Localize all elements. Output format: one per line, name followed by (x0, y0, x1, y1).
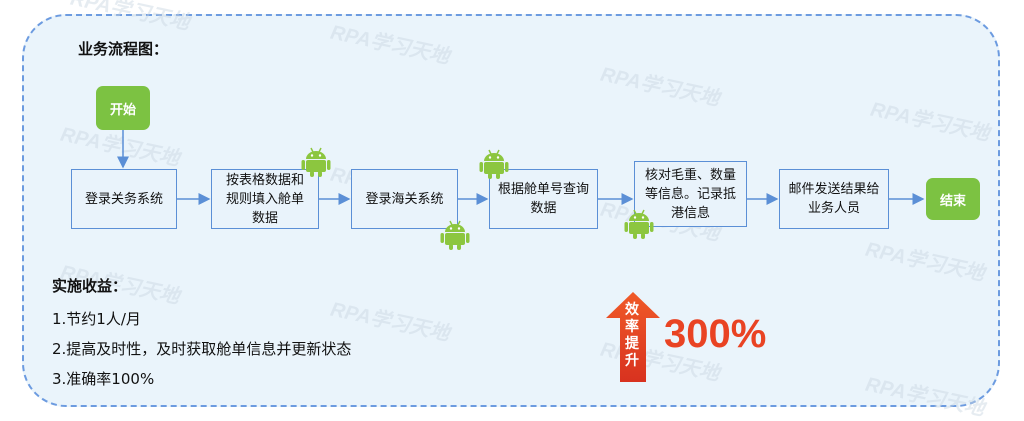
efficiency-label: 效率提升 (625, 302, 639, 369)
efficiency-up-arrow-icon (606, 292, 660, 382)
benefits-title: 实施收益： (52, 277, 128, 295)
step-2-box: 按表格数据和规则填入舱单数据 (211, 169, 319, 229)
android-robot-icon (301, 147, 331, 177)
step-3-box: 登录海关系统 (351, 169, 458, 229)
benefit-item-3: 3.准确率100% (52, 370, 155, 388)
android-robot-icon (479, 149, 509, 179)
start-node: 开始 (96, 86, 150, 130)
benefit-item-2: 2.提高及时性，及时获取舱单信息并更新状态 (52, 340, 352, 358)
step-5-box: 核对毛重、数量等信息。记录抵港信息 (634, 161, 747, 227)
step-4-box: 根据舱单号查询数据 (489, 169, 598, 229)
android-robot-icon (440, 220, 470, 250)
android-robot-icon (624, 209, 654, 239)
diagram-title: 业务流程图： (78, 40, 169, 58)
step-6-box: 邮件发送结果给业务人员 (779, 169, 889, 229)
benefit-item-1: 1.节约1人/月 (52, 310, 141, 328)
step-1-box: 登录关务系统 (71, 169, 177, 229)
efficiency-value: 300% (664, 312, 767, 356)
end-node: 结束 (926, 178, 980, 220)
